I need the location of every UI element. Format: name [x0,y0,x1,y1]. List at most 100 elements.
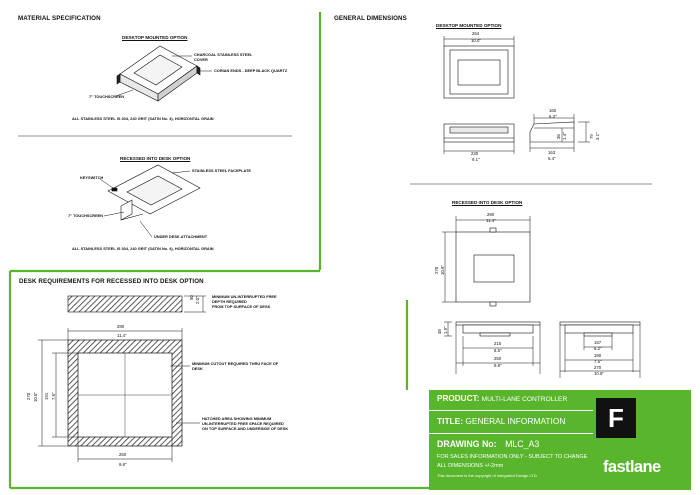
gd-recessed-side [559,321,641,337]
desktop-leaders [115,55,212,97]
cover-note: CHARCOAL STAINLESS STEEL COVER [194,52,252,62]
gd-side-h1-mm: 79 [589,134,594,139]
desk-height-mm: 270 [26,392,31,400]
depth-in: 2.0" [195,296,200,305]
depth-note: MINIMUM UN-INTERRUPTED FREE DEPTH REQUIR… [212,294,277,309]
hatched-note-line-3: ON TOP SURFACE AND UNDERSIDE OF DESK [202,426,289,431]
gd-recessed-heading: RECESSED INTO DESK OPTION [452,200,523,205]
gd-front-dim-2-in: 9.8" [494,363,502,368]
gd-front-dim-2-mm: 250 [494,356,502,361]
cutout-note-line-2: DESK [192,366,203,371]
gd-side-h2-in: 1.4" [562,132,567,141]
gd-rec-width-in: 11.4" [486,218,496,223]
gd-desktop-front [443,123,515,143]
gd-recessed-front [455,321,541,337]
gd-side-dim-2-in: 7.5" [594,359,602,364]
cutout-note: MINIMUM CUTOUT REQUIRED THRU FACE OF DES… [192,361,278,371]
gd-side-dim-2-mm: 190 [594,353,602,358]
gd-front-dim-1-in: 8.5" [494,348,502,353]
depth-hatch-bar [67,295,183,313]
ends-note: CORIAN ENDS - DEEP BLACK QUARTZ [214,68,288,73]
depth-note-line-3: FROM TOP SURFACE OF DESK [212,304,271,309]
gd-side-bottom-mm: 163 [548,150,556,155]
cover-note-line-1: CHARCOAL STAINLESS STEEL [194,52,253,57]
gd-recessed-side-dim [559,325,641,378]
brand-logo: fastlane [603,458,661,476]
sheet-border [8,12,429,490]
keyswitch-note: KEYSWITCH [80,175,104,180]
title-block-rule-2 [429,433,593,434]
gd-recessed-top-dim [442,216,531,303]
depth-note-line-1: MINIMUM UN-INTERRUPTED FREE [212,294,277,299]
gd-desktop-heading: DESKTOP MOUNTED OPTION [436,23,502,28]
product-value: MULTI-LANE CONTROLLER [481,396,568,403]
gd-desktop-top [443,45,515,99]
gd-side-top-in: 6.3" [549,114,557,119]
gd-side-dim-3-mm: 270 [594,365,602,370]
product-line: PRODUCT: MULTI-LANE CONTROLLER [437,394,567,403]
material-spec-title: MATERIAL SPECIFICATION [18,15,101,22]
gd-side-dim-3-in: 10.6" [594,371,604,376]
desk-bottom-in: 9.8" [119,462,127,467]
gd-top-width-mm: 264 [472,31,480,36]
gd-side-h2-mm: 36 [556,134,561,139]
depth-note-line-2: DEPTH REQUIRED [212,299,247,304]
depth-mm: 50 [189,295,194,300]
gd-front-dim-1-mm: 215 [494,341,502,346]
recessed-isometric [107,164,201,221]
desk-bottom-mm: 250 [119,452,127,457]
cutout-note-line-1: MINIMUM CUTOUT REQUIRED THRU FACE OF [192,361,279,366]
sheet-letter: F [596,398,636,438]
touchscreen-note: 7" TOUCHSCREEN [89,94,125,99]
product-label: PRODUCT: [437,394,480,403]
desk-dims [38,328,200,462]
sales-notice: FOR SALES INFORMATION ONLY - SUBJECT TO … [437,454,588,460]
faceplate-note: STAINLESS STEEL FACEPLATE [192,168,252,173]
title-block: PRODUCT: MULTI-LANE CONTROLLER TITLE: GE… [429,390,691,490]
gd-desktop-side-dim [529,114,590,152]
cover-note-line-2: COVER [194,57,208,62]
gd-side-h1-in: 3.1" [595,132,600,141]
gd-rec-width-mm: 290 [487,212,495,217]
steel-note-recessed: ALL STAINLESS STEEL IS 304, 240 GRIT (SA… [72,246,214,251]
general-dimensions-title: GENERAL DIMENSIONS [334,15,407,22]
title-value: GENERAL INFORMATION [465,416,566,426]
desktop-isometric [116,45,201,102]
drawing-label: DRAWING No: [437,439,497,449]
drawing-line: DRAWING No: MLC_A3 [437,439,539,449]
hatched-note-line-1: HATCHED AREA SHOWING MINIMUM [202,416,272,421]
gd-recessed-front-dim [444,321,541,374]
gd-front-width-mm: 230 [471,151,479,156]
gd-desktop-top-dim [443,36,515,46]
gd-rec-height-in: 10.6" [440,265,445,275]
gd-rec-side-in: 1.9" [443,326,448,335]
desk-height-in: 10.6" [33,392,38,402]
touchscreen-note-recessed: 7" TOUCHSCREEN [68,213,104,218]
gd-front-width-in: 9.1" [472,157,480,162]
desk-inner-mm: 191 [44,392,49,400]
title-label: TITLE: [437,416,464,426]
desk-width-mm: 280 [117,324,125,329]
title-line: TITLE: GENERAL INFORMATION [437,416,565,426]
gd-recessed-top [455,227,531,307]
copyright-notice: This document is the copyright of Integr… [437,473,537,478]
gd-side-dim-1-in: 6.2" [594,346,602,351]
title-block-rule-1 [429,410,593,411]
gd-side-bottom-in: 6.4" [548,156,556,161]
gd-side-top-mm: 160 [549,108,557,113]
depth-dim [184,295,206,313]
gd-side-dim-1-mm: 157 [594,340,602,345]
dimensions-notice: ALL DIMENSIONS +/-2mm [437,463,504,469]
gd-rec-height-mm: 270 [434,266,439,274]
gd-desktop-front-dim [443,142,515,154]
recessed-leaders [99,170,191,238]
desk-width-in: 11.4" [117,333,127,338]
hatched-note: HATCHED AREA SHOWING MINIMUM UN-INTERRUP… [202,416,288,431]
gd-rec-side-mm: 48 [437,329,442,334]
hatched-note-line-2: UN-INTERRUPTED FREE SPACE REQUIRED [202,421,284,426]
steel-note-desktop: ALL STAINLESS STEEL IS 304, 240 GRIT (SA… [72,116,214,121]
desk-cutout-plan [67,339,183,447]
desk-requirements-title: DESK REQUIREMENTS FOR RECESSED INTO DESK… [19,278,204,285]
gd-top-width-in: 10.0" [471,38,481,43]
